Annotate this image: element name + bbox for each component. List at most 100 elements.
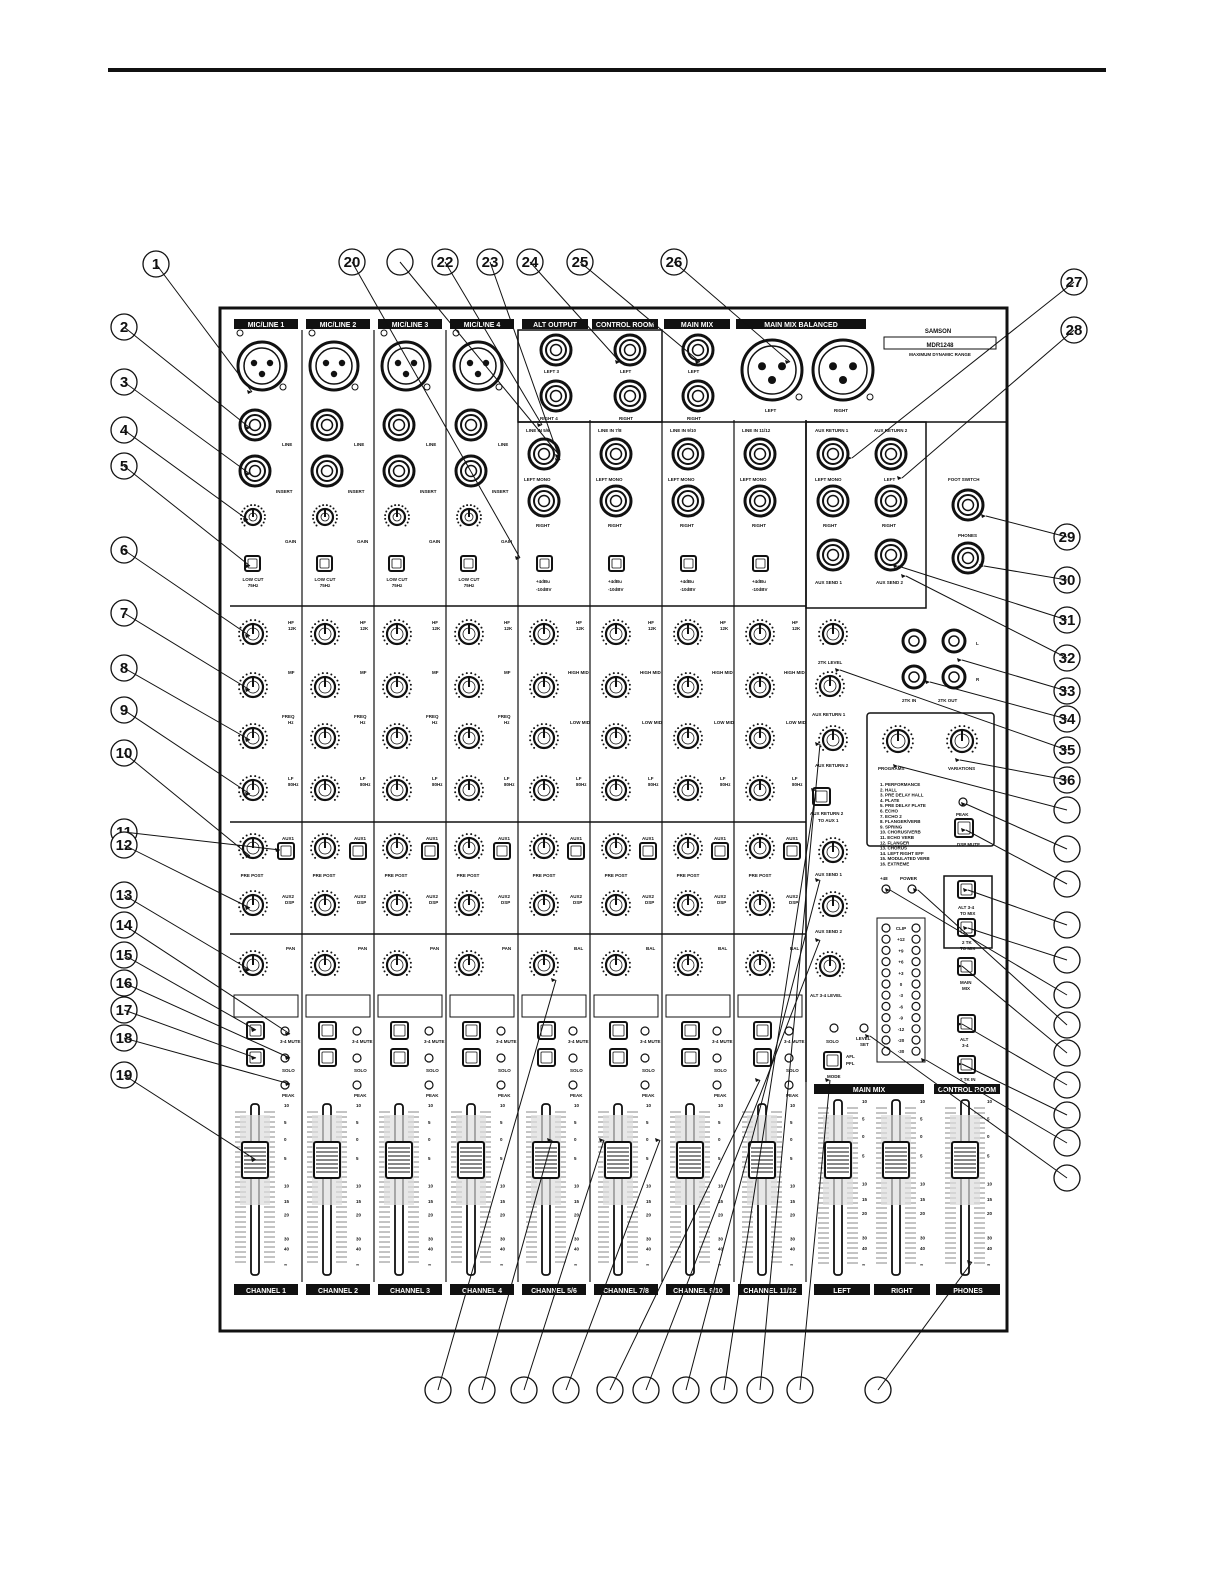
ch4-aux2-knob-tick	[455, 910, 458, 913]
ch2-lf-knob-tick	[310, 791, 313, 794]
ch4-mf-knob-tick	[477, 676, 480, 679]
st3-hf-knob-tick	[684, 619, 687, 622]
st2-aux1-knob-tick	[605, 856, 608, 859]
ch3-hf-knob-tick	[408, 626, 411, 629]
ch3-pan-knob-tick	[382, 961, 385, 964]
st3-lf-knob-tick	[699, 795, 702, 798]
effect-program-4: 4. PLATE	[880, 798, 899, 803]
ch4-gain-knob-tick	[479, 514, 482, 517]
st4-low-mid-knob-tick	[745, 739, 748, 742]
st1-bal-knob-tick	[545, 950, 548, 953]
ch2-pre-post-button-inner	[352, 845, 364, 857]
ch1-aux2-label: AUX2	[282, 894, 295, 899]
meter-label: -3	[899, 993, 903, 998]
st3-lf-knob-tick	[700, 791, 703, 794]
ch3-hf-knob-tick	[386, 623, 389, 626]
ch2-mf-label: MF	[360, 670, 367, 675]
callout-bottom-6-leader	[645, 939, 821, 1391]
ch2-freq-knob-tick	[326, 723, 329, 726]
st1-aux1-knob-tick	[552, 856, 555, 859]
st1-pre-post-button	[567, 842, 585, 860]
aux-send-1-master-knob-tick	[845, 848, 848, 851]
ch1-mf-knob-tick	[258, 673, 261, 676]
ch4-low-cut-freq: 75Hz	[464, 583, 475, 588]
ch4-hf-knob-tick	[481, 630, 484, 633]
ch2-aux1-knob-tick	[333, 837, 336, 840]
ch3-aux1-knob-tick	[408, 853, 411, 856]
alt-3-4-to-mix-button-inner	[960, 883, 973, 896]
st3-high-mid-knob-tick	[696, 676, 699, 679]
alt-left3-jack-ring	[545, 339, 567, 361]
ch4-lf-freq: 80Hz	[504, 782, 515, 787]
ch1-gain-label: GAIN	[285, 539, 296, 544]
st1-aux1-knob-tick	[540, 833, 543, 836]
ch4-lf-knob-tick	[481, 791, 484, 794]
ch1-aux1-knob-tick	[238, 849, 241, 852]
st3-high-mid-knob-tick	[673, 688, 676, 691]
ch1-aux1-label: AUX1	[282, 836, 295, 841]
ch2-hf-knob-tick	[326, 619, 329, 622]
ch4-scribble-strip	[449, 994, 515, 1018]
ch1-freq-knob-tick	[242, 746, 245, 749]
ch2-pan-knob-tick	[310, 966, 313, 969]
st3-footer: CHANNEL 9/10	[673, 1288, 723, 1295]
ch1-freq-knob-tick	[239, 743, 242, 746]
tk-level-knob-tick	[845, 635, 848, 638]
st3-mute-led	[712, 1026, 722, 1036]
st4-mute-button	[753, 1021, 772, 1040]
dsp-mute-button-inner	[957, 821, 971, 835]
aux-return-1-right-jack-ring	[822, 490, 844, 512]
tk-level-knob-tick	[845, 630, 848, 633]
tk-to-mix-label-2: TO MIX	[960, 946, 975, 951]
ch4-hf-knob-tick	[454, 630, 457, 633]
alt-3-4-level-knob-tick	[842, 967, 845, 970]
aux-return-1-master-knob-tick	[816, 691, 819, 694]
st1-left-mono-jack-ring	[533, 443, 555, 465]
ch4-freq-knob-tick	[455, 743, 458, 746]
callout-right-blank-12-arrow	[865, 1034, 870, 1038]
phones-jack-hole	[961, 551, 975, 565]
ch4-pan-knob-tick	[481, 966, 484, 969]
st2-bal-knob-tick	[628, 966, 631, 969]
st3-right-label: RIGHT	[680, 523, 694, 528]
meter-label: -6	[899, 1004, 903, 1009]
ch3-freq-knob-tick	[405, 746, 408, 749]
aux-return-1-master-knob-tick	[816, 678, 819, 681]
ch1-aux1-knob-tick	[254, 833, 257, 836]
st2-aux2-knob-tick	[608, 891, 611, 894]
ch4-pan-knob-tick	[455, 970, 458, 973]
st2-lf-knob-tick	[628, 786, 631, 789]
ch1-freq-knob-tick	[239, 730, 242, 733]
st3-left-mono-jack-hole	[681, 447, 695, 461]
st3-bal-knob-tick	[673, 961, 676, 964]
ch3-aux2-knob-tick	[383, 910, 386, 913]
meter-label: CLIP	[896, 926, 906, 931]
callout-left-18-leader	[123, 1074, 257, 1161]
ch3-mf-knob-tick	[383, 679, 386, 682]
ch3-hf-knob-tick	[393, 619, 396, 622]
programs-knob-tick	[886, 750, 889, 753]
callout-right-5-arrow	[893, 564, 898, 568]
st3-lf-freq: 80Hz	[720, 782, 731, 787]
aux-return-2-master-knob-tick	[838, 726, 841, 729]
ch3-hz-label: Hz	[432, 720, 438, 725]
ch4-fader-scale-label: 0	[500, 1137, 503, 1142]
ch3-hf-freq: 12K	[432, 626, 441, 631]
st4-bal-knob-tick	[752, 951, 755, 954]
ch1-lf-knob-tick	[245, 776, 248, 779]
ch3-freq-knob-tick	[409, 739, 412, 742]
ch4-solo-button	[462, 1048, 481, 1067]
meter-left-led	[881, 934, 891, 944]
st1-aux2-knob-tick	[533, 894, 536, 897]
ch4-freq-knob-tick	[481, 734, 484, 737]
st3-left-mono-label: LEFT MONO	[668, 477, 695, 482]
ch1-mf-knob-tick	[238, 688, 241, 691]
st1-bal-knob-tick	[529, 961, 532, 964]
ch3-mute-label: 3-4 MUTE	[424, 1039, 445, 1044]
st2-high-mid-knob-tick	[601, 683, 604, 686]
ch4-gain-knob-tick	[466, 504, 469, 507]
ch3-xlr-input-latch	[423, 383, 431, 391]
ch4-insert-label: INSERT	[492, 489, 509, 494]
ch2-freq-knob-tick	[321, 723, 324, 726]
ch2-line-jack-ring	[316, 414, 338, 436]
